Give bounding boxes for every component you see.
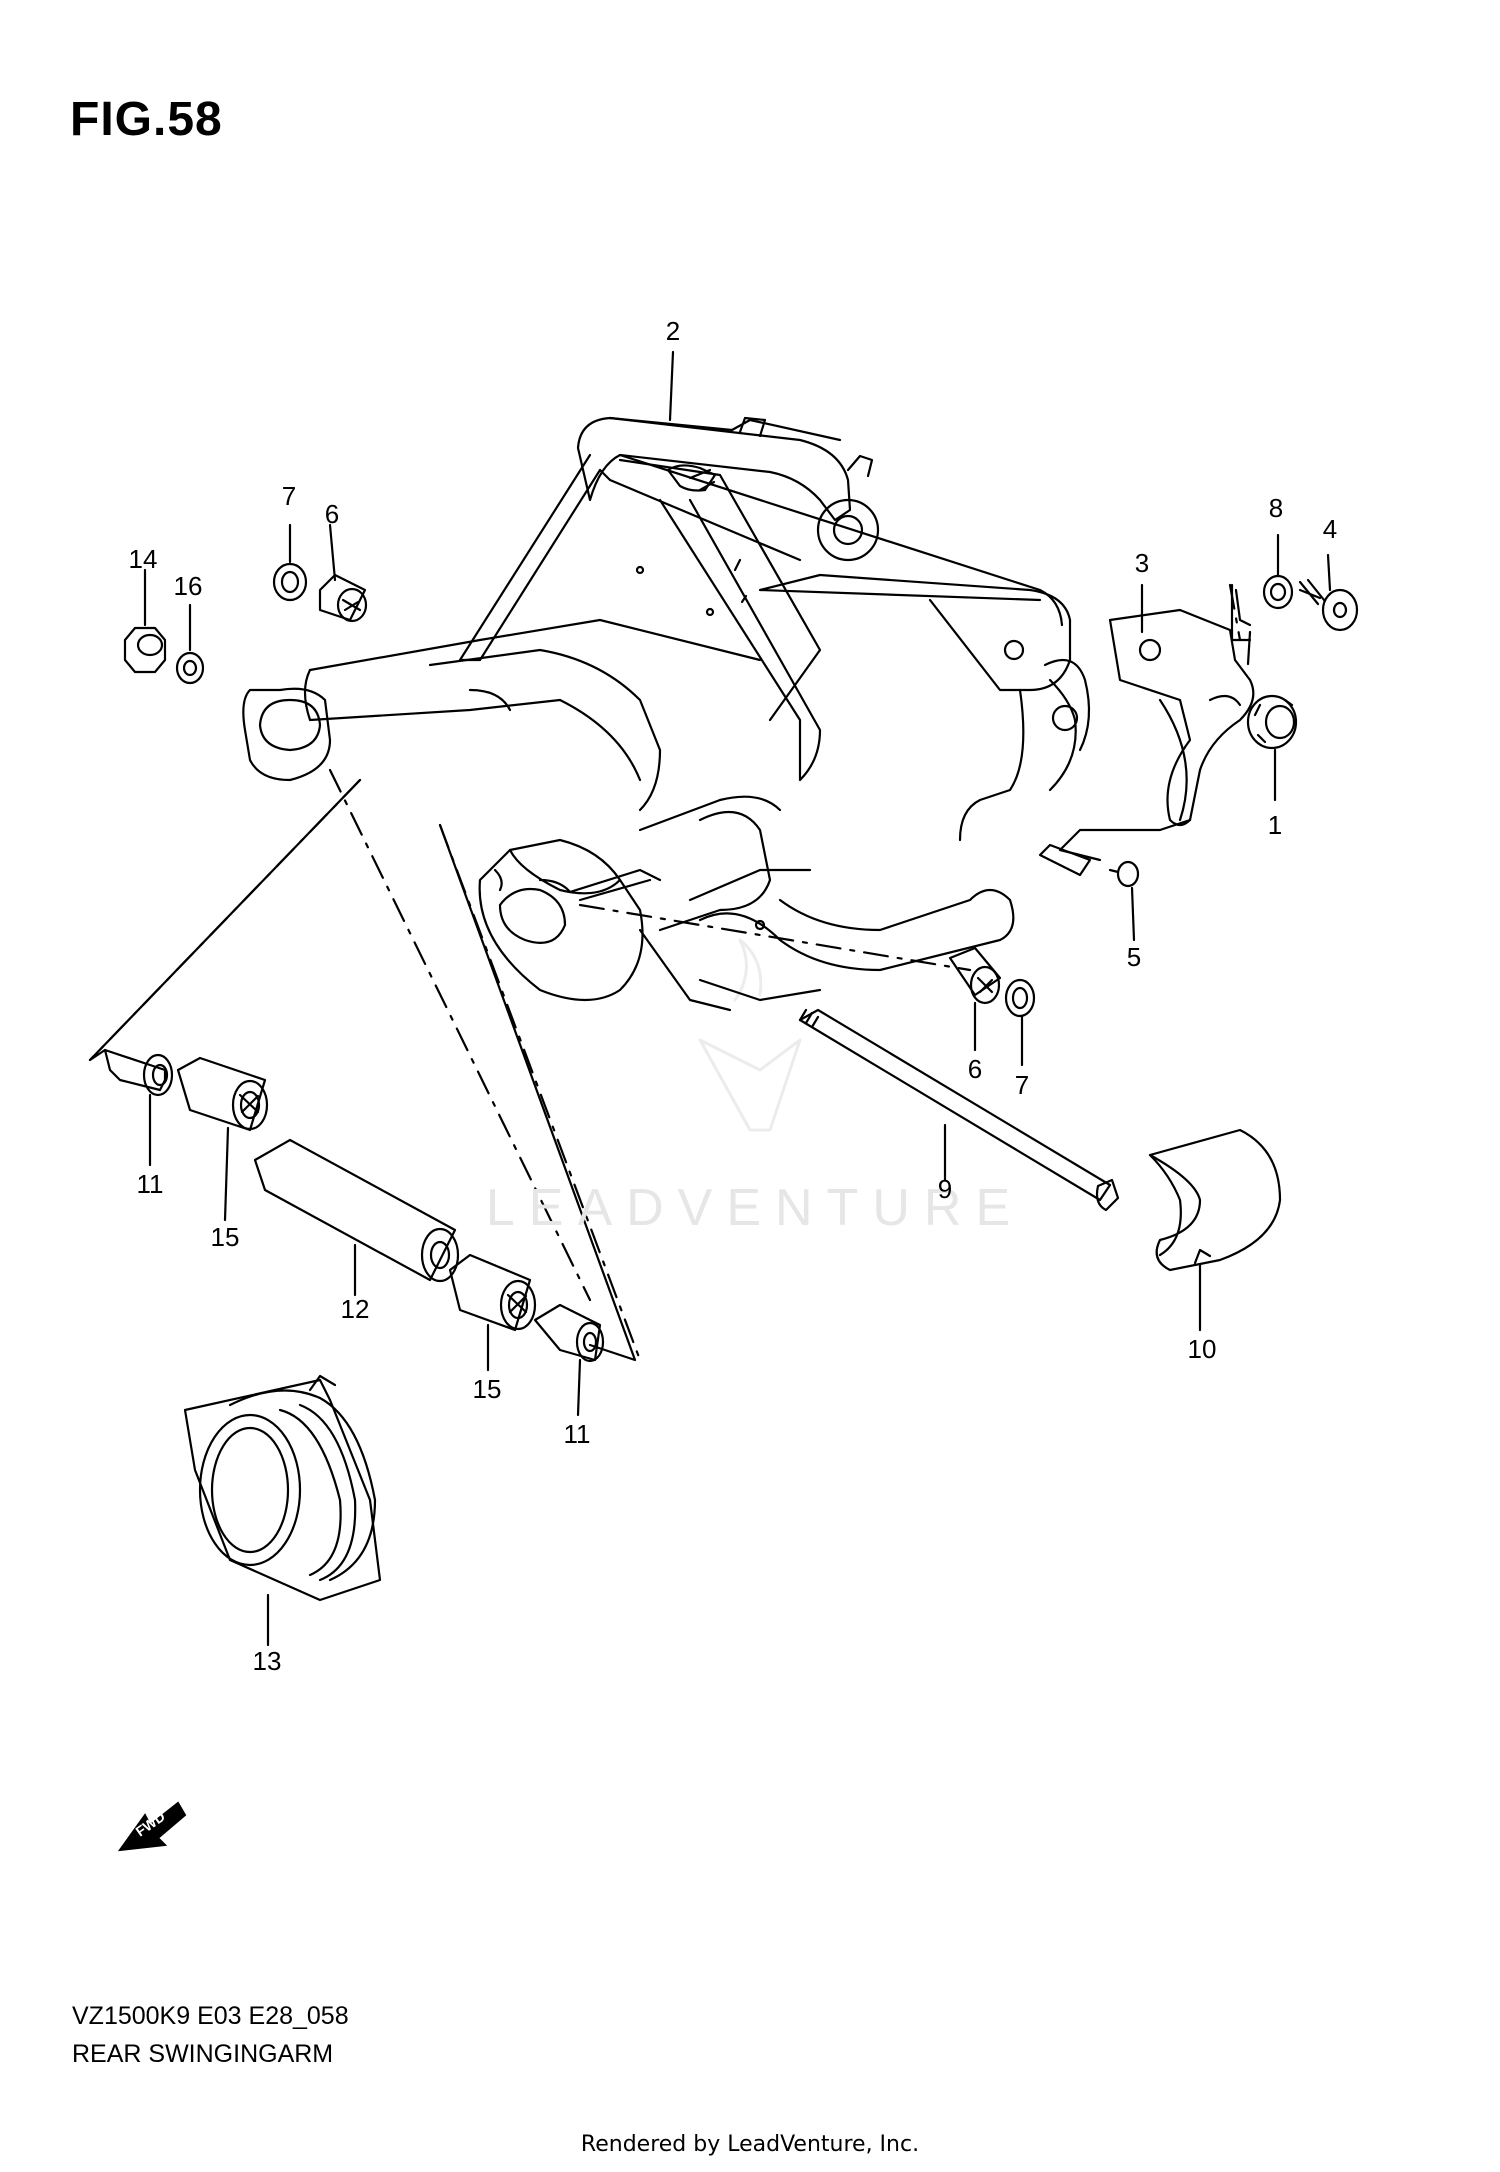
fwd-arrow-icon: FWD	[117, 1801, 187, 1852]
callout-1: 1	[1268, 810, 1282, 840]
pivot-bolt-set	[1234, 574, 1359, 750]
cover	[1148, 1128, 1282, 1272]
pivot-axle	[798, 1008, 1120, 1212]
nut-and-washer	[123, 626, 205, 685]
callout-16: 16	[174, 571, 203, 601]
callout-9: 9	[938, 1174, 952, 1204]
diagram-code: VZ1500K9 E03 E28_058	[72, 2002, 349, 2030]
callout-3: 3	[1135, 548, 1149, 578]
callout-leaders	[143, 350, 1332, 1647]
sleeve-stack	[103, 1048, 605, 1363]
watermark	[698, 938, 802, 1132]
callout-13: 13	[253, 1646, 282, 1676]
pivot-tube	[242, 687, 782, 1002]
callout-15-left: 15	[211, 1222, 240, 1252]
bracket	[1038, 608, 1255, 877]
callout-11-right: 11	[564, 1419, 591, 1449]
callout-5: 5	[1127, 942, 1141, 972]
callout-6-upper: 6	[325, 499, 339, 529]
swingarm-frame	[303, 416, 1091, 1012]
watermark-text: LEADVENTURE	[486, 1179, 1024, 1237]
callout-7-lower: 7	[1015, 1070, 1029, 1100]
callout-8: 8	[1269, 493, 1283, 523]
diagram-name: REAR SWINGINGARM	[72, 2040, 334, 2068]
lower-bushing-pair	[948, 946, 1036, 1018]
callout-labels: 2 7 6 14 16 3 8 4 1 5 6 7 9 10 11 15 12 …	[129, 316, 1338, 1676]
callout-7-upper: 7	[282, 481, 296, 511]
exploded-outline	[88, 583, 1252, 1362]
rubber-boot	[183, 1374, 382, 1602]
screw	[1108, 860, 1140, 888]
callout-4: 4	[1323, 514, 1337, 544]
callout-14: 14	[129, 544, 158, 574]
callout-15-right: 15	[473, 1374, 502, 1404]
render-credit: Rendered by LeadVenture, Inc.	[580, 2132, 920, 2157]
callout-2: 2	[666, 316, 680, 346]
callout-6-lower: 6	[968, 1054, 982, 1084]
callout-10: 10	[1188, 1334, 1217, 1364]
callout-12: 12	[341, 1294, 370, 1324]
upper-bushing-pair	[272, 562, 368, 623]
callout-11-left: 11	[137, 1169, 164, 1199]
figure-title: FIG.58	[70, 93, 223, 146]
